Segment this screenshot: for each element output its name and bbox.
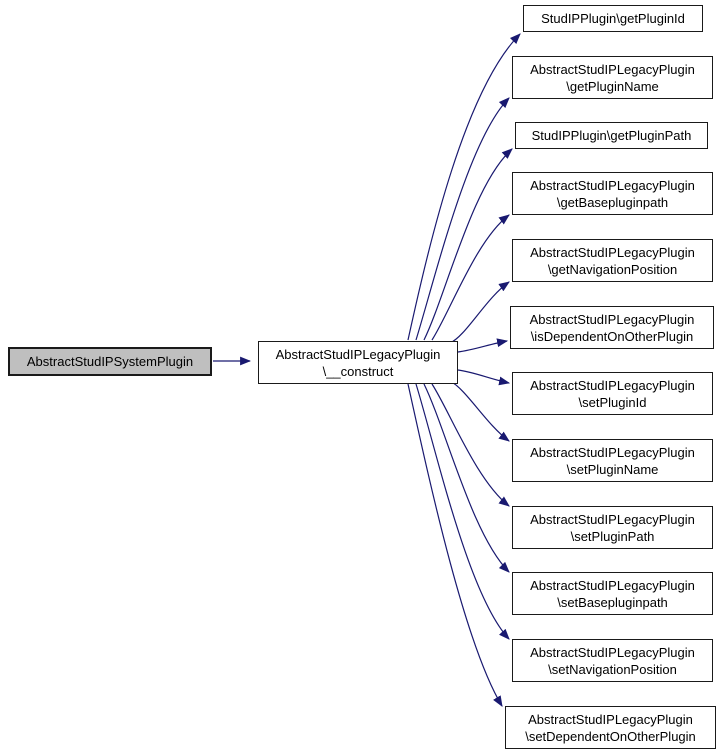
node-label: AbstractStudIPLegacyPlugin bbox=[530, 177, 695, 193]
node-label: AbstractStudIPSystemPlugin bbox=[26, 354, 194, 369]
node-label: \setBasepluginpath bbox=[557, 594, 668, 610]
node-setpluginname[interactable]: AbstractStudIPLegacyPlugin \setPluginNam… bbox=[512, 439, 713, 482]
edge-to-getnavigationposition bbox=[449, 281, 510, 344]
node-label: \setDependentOnOtherPlugin bbox=[525, 728, 696, 744]
node-abstract-studip-system-plugin[interactable]: AbstractStudIPSystemPlugin bbox=[8, 347, 212, 376]
node-getpluginname[interactable]: AbstractStudIPLegacyPlugin \getPluginNam… bbox=[512, 56, 713, 99]
edge-to-getpluginpath bbox=[423, 148, 513, 341]
node-getbasepluginpath[interactable]: AbstractStudIPLegacyPlugin \getBaseplugi… bbox=[512, 172, 713, 215]
edge-to-setdependentonotherplugin bbox=[407, 383, 503, 707]
node-label: AbstractStudIPLegacyPlugin bbox=[530, 244, 695, 260]
node-label: AbstractStudIPLegacyPlugin bbox=[528, 711, 693, 727]
edge-to-setpluginid bbox=[457, 369, 511, 386]
edge-to-getpluginid bbox=[407, 33, 521, 341]
node-label: AbstractStudIPLegacyPlugin bbox=[530, 377, 695, 393]
node-label: \getNavigationPosition bbox=[547, 261, 678, 277]
edge-to-setnavigationposition bbox=[415, 383, 510, 640]
node-label: \isDependentOnOtherPlugin bbox=[530, 328, 694, 344]
edge-to-getbasepluginpath bbox=[431, 214, 510, 341]
edge-to-isdependentonotherplugin bbox=[457, 338, 509, 353]
node-setpluginid[interactable]: AbstractStudIPLegacyPlugin \setPluginId bbox=[512, 372, 713, 415]
node-label: AbstractStudIPLegacyPlugin bbox=[530, 444, 695, 460]
edge-to-setpluginname bbox=[449, 380, 510, 442]
node-label: AbstractStudIPLegacyPlugin bbox=[529, 311, 695, 327]
node-label: \setPluginPath bbox=[570, 528, 655, 544]
node-label: AbstractStudIPLegacyPlugin bbox=[530, 577, 695, 593]
edge-to-getpluginname bbox=[415, 97, 510, 341]
node-label: AbstractStudIPLegacyPlugin bbox=[530, 511, 695, 527]
node-getnavigationposition[interactable]: AbstractStudIPLegacyPlugin \getNavigatio… bbox=[512, 239, 713, 282]
node-construct[interactable]: AbstractStudIPLegacyPlugin \__construct bbox=[258, 341, 458, 384]
node-label: \getPluginName bbox=[566, 78, 659, 94]
node-label: \setNavigationPosition bbox=[548, 661, 677, 677]
node-setbasepluginpath[interactable]: AbstractStudIPLegacyPlugin \setBaseplugi… bbox=[512, 572, 713, 615]
node-label: \setPluginId bbox=[578, 394, 647, 410]
node-setnavigationposition[interactable]: AbstractStudIPLegacyPlugin \setNavigatio… bbox=[512, 639, 713, 682]
node-label: AbstractStudIPLegacyPlugin bbox=[530, 644, 695, 660]
node-label: AbstractStudIPLegacyPlugin bbox=[530, 61, 695, 77]
node-label: StudIPPlugin\getPluginId bbox=[541, 11, 685, 26]
edge-to-setpluginpath bbox=[431, 383, 510, 507]
node-label: StudIPPlugin\getPluginPath bbox=[531, 128, 692, 143]
node-isdependentonotherplugin[interactable]: AbstractStudIPLegacyPlugin \isDependentO… bbox=[510, 306, 714, 349]
node-getpluginid[interactable]: StudIPPlugin\getPluginId bbox=[523, 5, 703, 32]
node-setdependentonotherplugin[interactable]: AbstractStudIPLegacyPlugin \setDependent… bbox=[505, 706, 716, 749]
node-label: AbstractStudIPLegacyPlugin bbox=[275, 346, 441, 362]
node-setpluginpath[interactable]: AbstractStudIPLegacyPlugin \setPluginPat… bbox=[512, 506, 713, 549]
node-label: \__construct bbox=[322, 363, 394, 379]
node-label: \setPluginName bbox=[566, 461, 659, 477]
edge-to-setbasepluginpath bbox=[423, 383, 510, 573]
node-getpluginpath[interactable]: StudIPPlugin\getPluginPath bbox=[515, 122, 708, 149]
node-label: \getBasepluginpath bbox=[556, 194, 669, 210]
